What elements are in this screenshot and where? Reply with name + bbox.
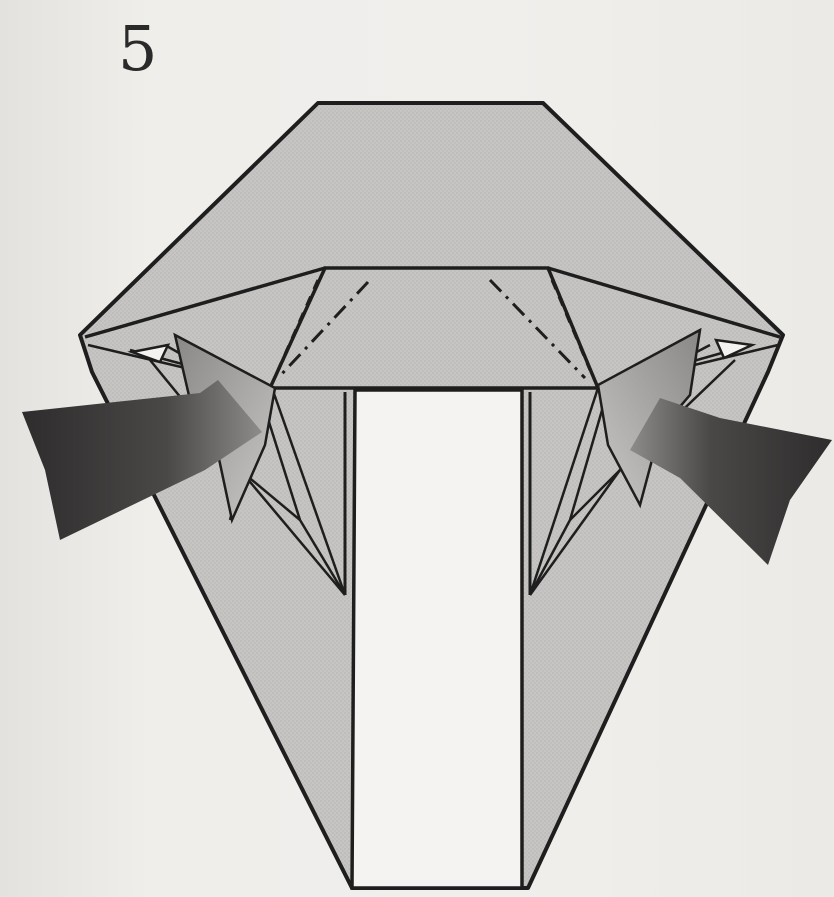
center-strip bbox=[345, 390, 530, 888]
